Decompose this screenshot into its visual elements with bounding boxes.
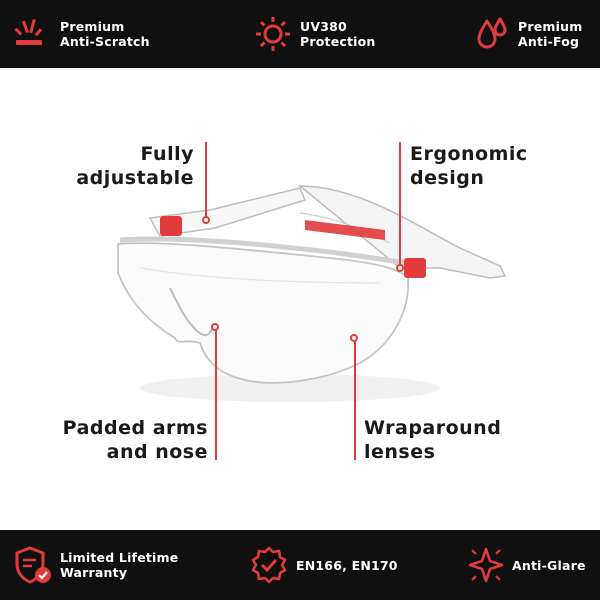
callout-line1: Padded arms	[62, 417, 208, 439]
feature-anti-scratch: Premium Anti-Scratch	[12, 16, 150, 52]
feature-anti-fog: Premium Anti-Fog	[474, 15, 582, 53]
badge-check-icon	[251, 546, 287, 584]
feature-line2: Warranty	[60, 565, 128, 580]
scratch-icon	[14, 18, 43, 45]
feature-anti-glare: Anti-Glare	[466, 546, 586, 584]
feature-line1: Anti-Glare	[512, 557, 586, 573]
callout-padded-arms: Padded arms and nose	[63, 416, 208, 464]
lead-line-adjustable	[205, 142, 207, 222]
feature-line1: Premium	[60, 19, 125, 34]
marker-dot-wraparound	[350, 334, 358, 342]
droplets-icon	[477, 17, 507, 49]
callout-fully-adjustable: Fully adjustable	[76, 142, 194, 190]
lead-line-padded	[215, 328, 217, 460]
sun-icon	[256, 17, 290, 51]
marker-dot-padded	[211, 323, 219, 331]
callout-ergonomic-design: Ergonomic design	[410, 142, 528, 190]
callout-line1: Fully	[140, 143, 194, 165]
callout-line2: design	[410, 167, 485, 189]
feature-line2: Protection	[300, 34, 376, 49]
shield-check-icon	[15, 546, 51, 584]
feature-line2: Anti-Fog	[518, 34, 580, 49]
feature-warranty: Limited Lifetime Warranty	[14, 545, 178, 585]
bottom-feature-bar: Limited Lifetime Warranty EN166, EN170 A…	[0, 530, 600, 600]
marker-dot-ergonomic	[396, 264, 404, 272]
top-feature-bar: Premium Anti-Scratch UV380 Protection	[0, 0, 600, 68]
feature-line1: Premium	[518, 19, 583, 34]
lead-line-ergonomic	[399, 142, 401, 268]
callout-line2: and nose	[106, 441, 208, 463]
callout-line2: lenses	[364, 441, 436, 463]
lead-line-wraparound	[354, 340, 356, 460]
feature-line1: Limited Lifetime	[60, 550, 179, 565]
callout-line2: adjustable	[76, 167, 194, 189]
feature-line1: UV380	[300, 19, 347, 34]
callout-line1: Wraparound	[364, 417, 502, 439]
marker-dot-adjustable	[202, 216, 210, 224]
sparkle-icon	[468, 547, 504, 583]
feature-certification: EN166, EN170	[250, 546, 398, 584]
callout-line1: Ergonomic	[410, 143, 528, 165]
feature-line2: Anti-Scratch	[60, 34, 150, 49]
callout-wraparound-lenses: Wraparound lenses	[364, 416, 501, 464]
feature-uv-protection: UV380 Protection	[254, 15, 376, 53]
feature-line1: EN166, EN170	[296, 557, 398, 573]
